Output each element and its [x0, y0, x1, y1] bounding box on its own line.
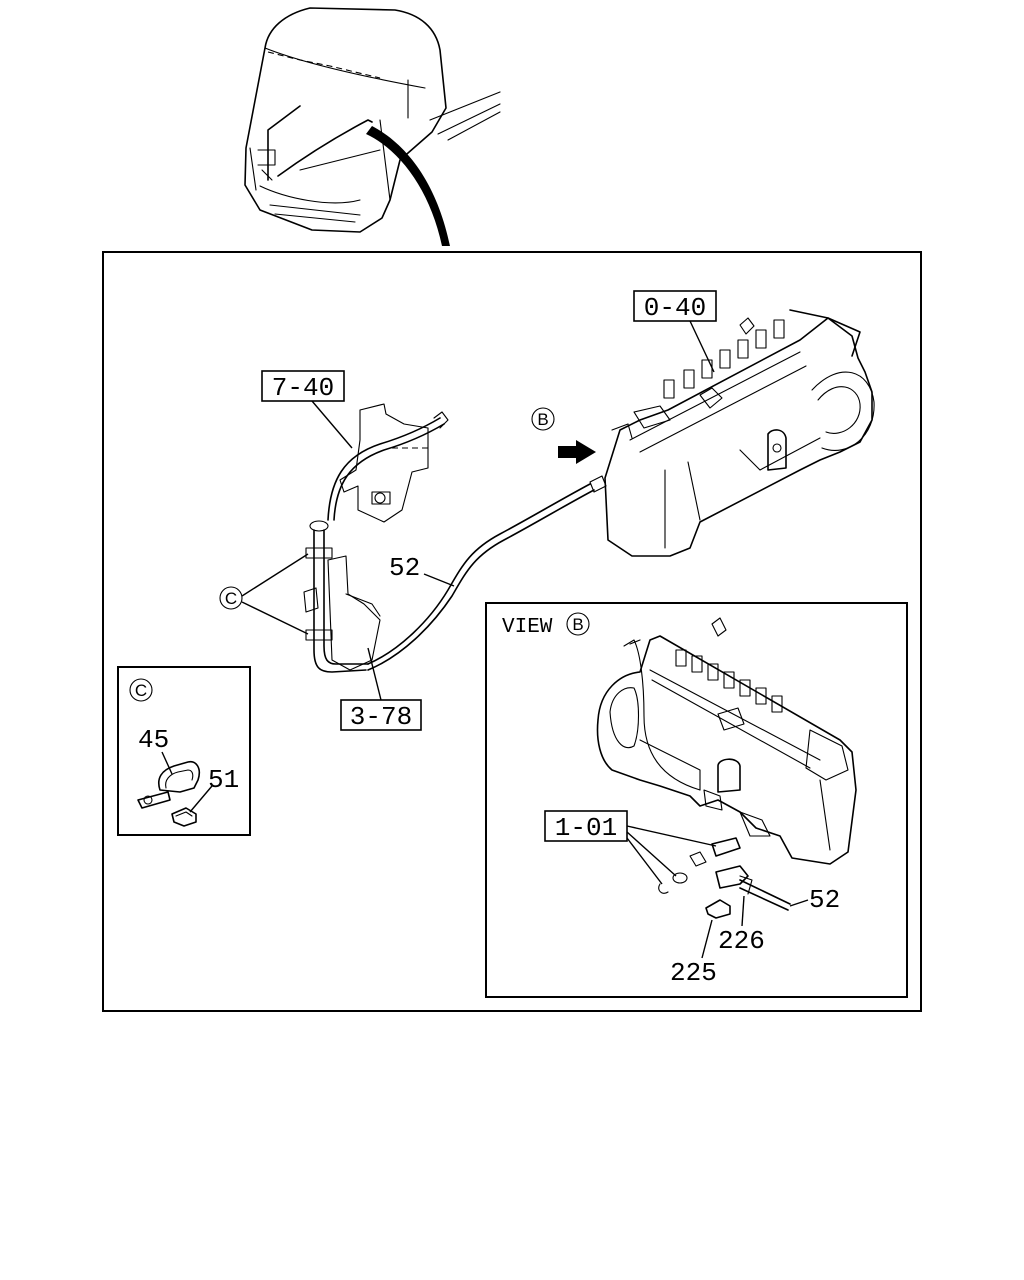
view-b-box-marker: B — [572, 615, 583, 634]
exploded-fasteners — [658, 837, 791, 919]
detail-c-box-marker: C — [135, 681, 147, 700]
ref-3-78-label: 3-78 — [350, 702, 412, 732]
clamp-part-45 — [137, 760, 201, 809]
view-b-box: VIEW B — [485, 602, 908, 998]
part-225-label: 225 — [670, 958, 717, 988]
bolt-part-51 — [171, 807, 197, 827]
ref-0-40-label: 0-40 — [644, 293, 706, 323]
truck-cab-illustration — [244, 7, 501, 246]
detail-c-marker: C — [225, 589, 237, 608]
injection-pump-view-b — [596, 617, 857, 865]
accelerator-cable-assembly — [303, 403, 607, 673]
reference-3-78: 3-78 — [340, 647, 422, 732]
part-226-label: 226 — [718, 926, 765, 956]
injection-pump — [604, 309, 875, 557]
view-b-title: VIEW — [502, 616, 553, 639]
reference-0-40: 0-40 — [633, 290, 717, 373]
ref-1-01-label: 1-01 — [555, 813, 617, 843]
part-52-label: 52 — [389, 553, 420, 583]
part-52-view-b-label: 52 — [809, 885, 840, 915]
view-b-indicator: B — [531, 407, 596, 464]
detail-c-box: C 45 51 — [117, 666, 251, 836]
main-detail-frame — [102, 251, 922, 1012]
part-51-label: 51 — [208, 765, 239, 795]
view-b-marker: B — [537, 410, 548, 429]
part-52-callout: 52 — [389, 553, 455, 587]
detail-c-callout: C — [219, 553, 309, 635]
reference-1-01: 1-01 — [544, 810, 717, 885]
reference-7-40: 7-40 — [261, 370, 353, 449]
part-45-label: 45 — [138, 725, 169, 755]
ref-7-40-label: 7-40 — [272, 373, 334, 403]
